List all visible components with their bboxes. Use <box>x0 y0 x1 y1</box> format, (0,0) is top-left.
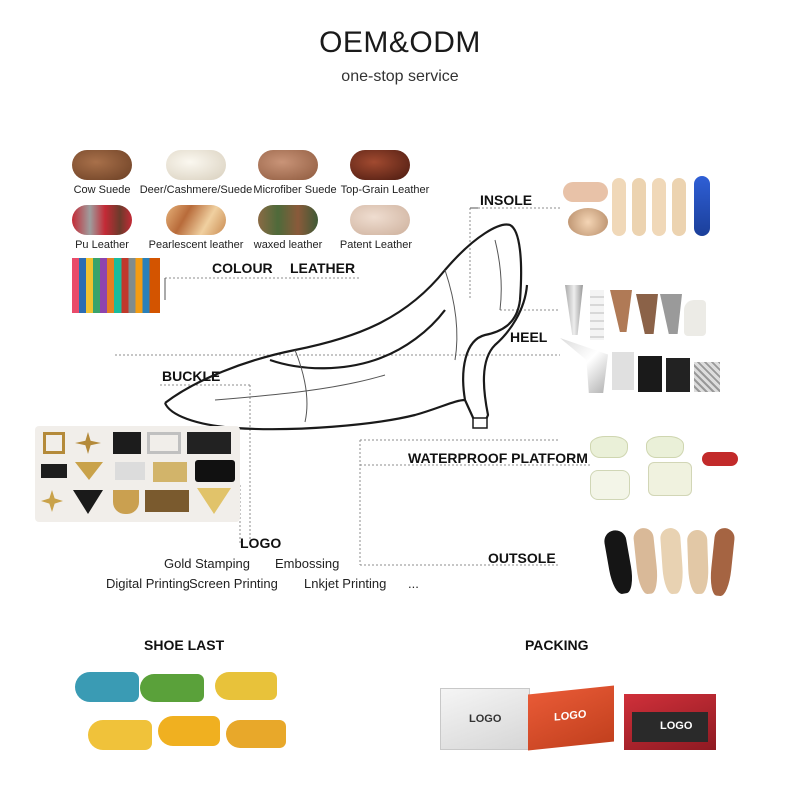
packing-box-2-image: LOGO <box>528 685 614 751</box>
patent-leather-swatch <box>350 205 410 235</box>
insole-cushion-image <box>568 208 608 236</box>
heel-9-image <box>638 356 662 392</box>
heel-label: HEEL <box>510 329 548 345</box>
insole-pad-image <box>563 182 608 202</box>
deer-suede-label: Deer/Cashmere/Suede <box>139 184 253 196</box>
shoe-outline-icon <box>163 223 529 431</box>
page-subtitle: one-stop service <box>341 68 459 85</box>
box-2-logo: LOGO <box>554 708 587 724</box>
buckle-panel <box>35 426 240 522</box>
waterproof-platform-label: WATERPROOF PLATFORM <box>408 450 588 466</box>
buckle-2-image <box>75 432 101 454</box>
insole-label: INSOLE <box>480 192 533 208</box>
buckle-1-image <box>43 432 65 454</box>
buckle-6-image <box>41 464 67 478</box>
buckle-8-image <box>115 462 145 480</box>
packing-heading: PACKING <box>525 637 589 653</box>
box-3-logo: LOGO <box>660 720 693 732</box>
buckle-4-image <box>147 432 181 454</box>
packing-box-1-image: LOGO <box>440 688 530 750</box>
pearlescent-leather-label: Pearlescent leather <box>148 239 244 251</box>
pearlescent-leather-swatch <box>166 205 226 235</box>
heel-10-image <box>666 358 690 392</box>
heel-8-image <box>612 352 634 390</box>
pu-leather-swatch <box>72 205 132 235</box>
outsole-label: OUTSOLE <box>488 550 556 566</box>
shoe-last-heading: SHOE LAST <box>144 637 225 653</box>
insole-blue-image <box>694 176 710 236</box>
buckle-7-image <box>75 462 103 480</box>
digital-printing-label: Digital Printing <box>106 576 190 591</box>
leather-label: LEATHER <box>290 260 356 276</box>
colour-leather-image <box>72 258 160 313</box>
shoe-last-4-image <box>88 720 152 750</box>
deer-suede-swatch <box>166 150 226 180</box>
platform-2-image <box>590 470 630 500</box>
shoe-last-2-image <box>140 674 204 702</box>
shoe-last-1-image <box>75 672 139 702</box>
platform-4-image <box>648 462 692 496</box>
box-3-inner <box>632 712 708 742</box>
more-options-label: ... <box>408 576 419 591</box>
buckle-10-image <box>195 460 235 482</box>
cow-suede-swatch <box>72 150 132 180</box>
top-grain-leather-label: Top-Grain Leather <box>340 184 430 196</box>
insole-2-image <box>632 178 646 236</box>
screen-printing-label: Screen Printing <box>189 576 278 591</box>
gold-stamping-label: Gold Stamping <box>164 556 250 571</box>
cow-suede-label: Cow Suede <box>73 184 131 196</box>
outsole-4-image <box>686 529 710 595</box>
page-title: OEM&ODM <box>319 26 481 59</box>
microfiber-suede-swatch <box>258 150 318 180</box>
buckle-11-image <box>41 490 63 512</box>
top-grain-leather-swatch <box>350 150 410 180</box>
packing-box-3-image: LOGO <box>624 694 716 750</box>
colour-label: COLOUR <box>212 260 273 276</box>
box-1-logo: LOGO <box>469 713 502 725</box>
microfiber-suede-label: Microfiber Suede <box>253 184 337 196</box>
heel-6-image <box>684 300 706 336</box>
buckle-14-image <box>145 490 189 512</box>
pu-leather-label: Pu Leather <box>75 239 129 251</box>
shoe-last-3-image <box>215 672 277 700</box>
buckle-3-image <box>113 432 141 454</box>
patent-leather-label: Patent Leather <box>339 239 413 251</box>
insole-1-image <box>612 178 626 236</box>
platform-3-image <box>646 436 684 458</box>
logo-label: LOGO <box>240 535 282 551</box>
embossing-label: Embossing <box>275 556 340 571</box>
waxed-leather-label: waxed leather <box>253 239 323 251</box>
platform-1-image <box>590 436 628 458</box>
shoe-last-6-image <box>226 720 286 748</box>
waxed-leather-swatch <box>258 205 318 235</box>
buckle-5-image <box>187 432 231 454</box>
shoe-last-5-image <box>158 716 220 746</box>
buckle-9-image <box>153 462 187 482</box>
buckle-12-image <box>73 490 103 514</box>
heel-2-image <box>590 290 604 340</box>
buckle-13-image <box>113 490 139 514</box>
heel-11-image <box>694 362 720 392</box>
insole-4-image <box>672 178 686 236</box>
insole-3-image <box>652 178 666 236</box>
platform-5-image <box>702 452 738 466</box>
inkjet-printing-label: Lnkjet Printing <box>304 576 387 591</box>
buckle-15-image <box>197 488 231 514</box>
